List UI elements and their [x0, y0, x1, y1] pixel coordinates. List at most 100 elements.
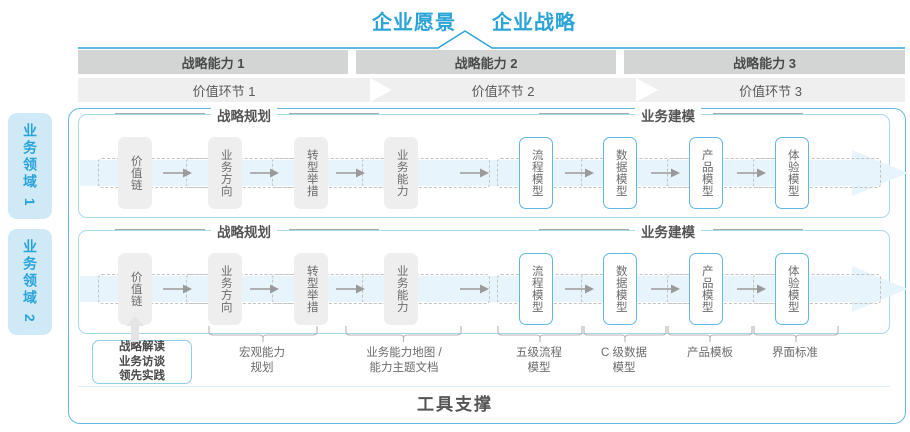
title-connector-line: [78, 30, 905, 49]
process-node-业务能力[interactable]: 业务能力: [384, 137, 418, 209]
section-heading-rule: [289, 229, 379, 231]
business-domain-1-label: 业务领域 1: [22, 123, 38, 209]
value-chain-2-label: 价值环节 2: [471, 83, 535, 99]
process-node-价值链[interactable]: 价值链: [118, 253, 152, 325]
section-heading-business-modeling: 业务建模: [635, 221, 701, 241]
process-node-label: 体验模型: [786, 149, 799, 197]
placeholder-slot: [753, 158, 881, 188]
tool-bracket-label-line: 产品模板: [687, 347, 733, 359]
process-node-体验模型[interactable]: 体验模型: [775, 137, 809, 209]
flow-arrow: [163, 168, 192, 178]
callout-line-3: 领先实践: [119, 370, 165, 383]
strategy-input-callout[interactable]: 战略解读 业务访谈 领先实践: [92, 340, 192, 384]
section-heading-strategic-planning: 战略规划: [211, 105, 277, 125]
enterprise-vision-title: 企业愿景: [372, 12, 456, 34]
tool-support-divider: [78, 386, 890, 387]
tool-bracket-label-line: 模型: [527, 361, 551, 374]
tool-bracket: [208, 326, 318, 342]
process-node-数据模型[interactable]: 数据模型: [603, 137, 637, 209]
strategic-capability-2[interactable]: 战略能力 2: [356, 50, 616, 74]
process-node-数据模型[interactable]: 数据模型: [603, 253, 637, 325]
process-node-价值链[interactable]: 价值链: [118, 137, 152, 209]
flow-arrow: [336, 284, 365, 294]
strategic-capability-1[interactable]: 战略能力 1: [78, 50, 348, 74]
framework-outer-container: [68, 108, 906, 424]
tool-bracket-label: 业务能力地图 / 能力主题文档: [344, 346, 464, 376]
tool-bracket: [583, 326, 667, 342]
sidebar-item-business-domain-2[interactable]: 业务领域 2: [8, 229, 52, 335]
process-node-流程模型[interactable]: 流程模型: [519, 137, 553, 209]
process-node-体验模型[interactable]: 体验模型: [775, 253, 809, 325]
process-node-label: 体验模型: [786, 265, 799, 313]
flow-arrow: [336, 168, 365, 178]
flow-arrow: [737, 168, 766, 178]
section-heading-rule: [289, 113, 379, 115]
business-domain-2-label: 业务领域 2: [22, 239, 38, 325]
process-node-业务能力[interactable]: 业务能力: [384, 253, 418, 325]
tool-bracket: [345, 326, 462, 342]
value-chain-3[interactable]: 价值环节 3: [636, 78, 905, 102]
tool-bracket-label: 产品模板: [650, 346, 770, 361]
tool-bracket-label-line: 五级流程: [516, 347, 562, 359]
process-node-label: 转型举措: [305, 149, 318, 197]
process-node-label: 产品模型: [700, 149, 713, 197]
process-node-label: 流程模型: [530, 149, 543, 197]
flow-arrow: [651, 284, 680, 294]
tool-bracket-label-line: 业务能力地图 /: [366, 347, 442, 359]
tool-bracket-label-line: 模型: [612, 361, 636, 374]
section-heading-rule: [713, 113, 803, 115]
tool-bracket-label: 宏观能力规划: [202, 346, 322, 376]
strategic-capability-3[interactable]: 战略能力 3: [624, 50, 905, 74]
tool-bracket-label-line: 宏观能力: [239, 347, 285, 359]
flow-arrow: [250, 168, 279, 178]
process-node-label: 价值链: [129, 271, 142, 307]
strategic-capability-bar-row: 战略能力 1 战略能力 2 战略能力 3: [78, 50, 905, 74]
callout-line-1: 战略解读: [119, 340, 165, 353]
process-node-label: 业务方向: [219, 149, 232, 197]
process-node-label: 业务能力: [395, 149, 408, 197]
tool-bracket-label-line: 能力主题文档: [369, 361, 439, 374]
tool-bracket-label: 界面标准: [735, 346, 855, 361]
process-node-label: 数据模型: [614, 265, 627, 313]
tool-bracket: [667, 326, 753, 342]
sidebar-item-business-domain-1[interactable]: 业务领域 1: [8, 113, 52, 219]
flow-arrow: [460, 168, 489, 178]
section-heading-rule: [539, 113, 629, 115]
value-chain-bar-row: 价值环节 1 价值环节 2 价值环节 3: [78, 78, 905, 102]
tool-bracket-label-line: 规划: [250, 361, 274, 374]
tool-bracket: [497, 326, 583, 342]
value-chain-1-label: 价值环节 1: [192, 83, 256, 99]
process-node-业务方向[interactable]: 业务方向: [208, 137, 242, 209]
process-node-label: 业务方向: [219, 265, 232, 313]
process-node-转型举措[interactable]: 转型举措: [294, 137, 328, 209]
process-node-label: 转型举措: [305, 265, 318, 313]
flow-arrow: [651, 168, 680, 178]
tool-bracket-label-line: C 级数据: [601, 347, 647, 359]
placeholder-slot: [753, 274, 881, 304]
value-chain-1[interactable]: 价值环节 1: [78, 78, 370, 102]
process-node-流程模型[interactable]: 流程模型: [519, 253, 553, 325]
process-node-label: 业务能力: [395, 265, 408, 313]
process-node-label: 产品模型: [700, 265, 713, 313]
section-heading-rule: [115, 229, 205, 231]
tool-bracket-label: 五级流程模型: [479, 346, 599, 376]
process-node-label: 数据模型: [614, 149, 627, 197]
tool-bracket-label: C 级数据模型: [564, 346, 684, 376]
flow-arrow: [737, 284, 766, 294]
tool-bracket: [753, 326, 839, 342]
flow-arrow: [250, 284, 279, 294]
tool-bracket-label-line: 界面标准: [772, 347, 818, 359]
value-chain-3-label: 价值环节 3: [739, 83, 802, 99]
section-heading-strategic-planning: 战略规划: [211, 221, 277, 241]
section-heading-rule: [115, 113, 205, 115]
flow-arrow: [163, 284, 192, 294]
section-heading-rule: [713, 229, 803, 231]
strategic-capability-3-label: 战略能力 3: [733, 55, 796, 71]
process-node-产品模型[interactable]: 产品模型: [689, 253, 723, 325]
callout-line-2: 业务访谈: [119, 355, 165, 368]
flow-arrow: [565, 284, 594, 294]
value-chain-2[interactable]: 价值环节 2: [370, 78, 636, 102]
process-node-业务方向[interactable]: 业务方向: [208, 253, 242, 325]
process-node-产品模型[interactable]: 产品模型: [689, 137, 723, 209]
process-node-转型举措[interactable]: 转型举措: [294, 253, 328, 325]
